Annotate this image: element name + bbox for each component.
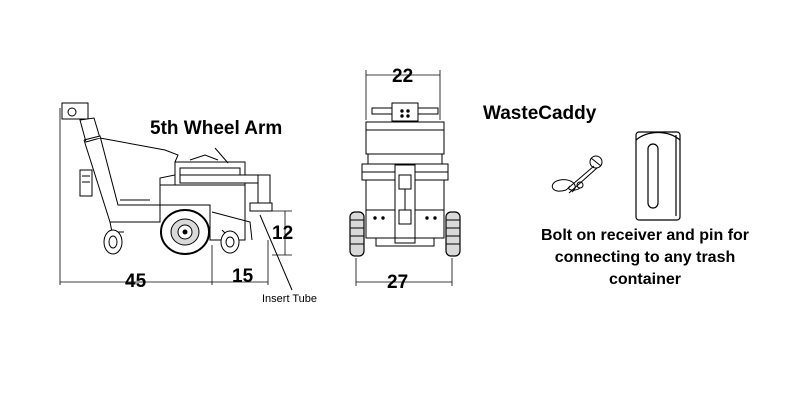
- caption-line-2: connecting to any trash: [554, 249, 736, 266]
- front-top-dimension: [366, 70, 440, 120]
- fifth-wheel-arm-label: 5th Wheel Arm: [150, 118, 283, 139]
- insert-tube-leader: [260, 215, 292, 290]
- side-chassis: [160, 185, 252, 240]
- front-left-wheel: [350, 212, 364, 256]
- side-drive-wheel: [161, 210, 209, 254]
- dimension-top-width: 22: [392, 66, 414, 87]
- receiver-caption: Bolt on receiver and pin for connecting …: [520, 225, 770, 291]
- side-front-caster: [104, 222, 124, 254]
- side-handle: [62, 103, 100, 142]
- side-dimension-lines: [60, 108, 292, 285]
- front-view: [350, 70, 460, 286]
- caption-line-1: Bolt on receiver and pin for: [540, 227, 750, 244]
- hitch-pin-drawing: [552, 156, 602, 193]
- front-handlebar: [372, 103, 438, 121]
- side-rear-caster: [221, 230, 239, 253]
- product-name-label: WasteCaddy: [483, 103, 597, 124]
- insert-tube-label: Insert Tube: [262, 293, 318, 305]
- dimension-bottom-width: 27: [387, 272, 409, 293]
- dimension-hitch-height: 12: [272, 223, 294, 244]
- receiver-plate-drawing: [636, 132, 680, 220]
- front-bottom-dimension: [356, 258, 452, 286]
- side-view: [60, 103, 292, 290]
- front-lower-body: [366, 165, 444, 246]
- side-body: [80, 136, 245, 222]
- caption-line-3: container: [608, 271, 681, 288]
- dimension-arm-length: 15: [232, 266, 254, 287]
- dimension-side-length: 45: [125, 271, 147, 292]
- side-fifth-wheel-arm: [180, 148, 272, 211]
- front-right-wheel: [446, 212, 460, 256]
